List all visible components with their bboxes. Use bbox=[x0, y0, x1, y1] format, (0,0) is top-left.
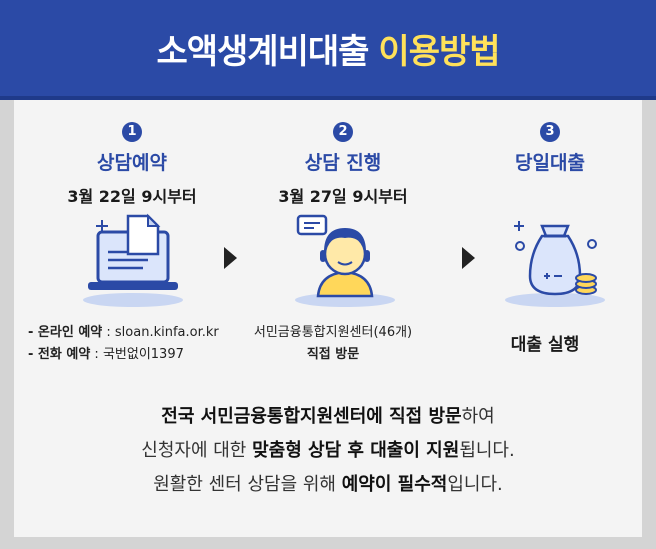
step-title: 상담 진행 bbox=[304, 152, 382, 174]
step-1-description: - 온라인 예약 : sloan.kinfa.or.kr - 전화 예약 : 국… bbox=[28, 322, 219, 366]
step-date: 3월 22일 9시부터 bbox=[67, 187, 197, 206]
step-1: 1 상담예약 3월 22일 9시부터 bbox=[32, 122, 232, 207]
phone-reservation: - 전화 예약 : 국번없이1397 bbox=[28, 347, 184, 362]
money-bag-icon bbox=[500, 210, 610, 310]
arrow-right-icon bbox=[224, 247, 237, 269]
step-2: 2 상담 진행 3월 27일 9시부터 bbox=[243, 122, 443, 207]
notice-line-1: 전국 서민금융통합지원센터에 직접 방문하여 bbox=[161, 406, 495, 427]
notice-line-3: 원활한 센터 상담을 위해 예약이 필수적입니다. bbox=[153, 474, 503, 495]
content-card: 1 상담예약 3월 22일 9시부터 2 상담 진행 3월 27일 9시부터 3… bbox=[14, 100, 642, 537]
consultant-headset-icon bbox=[290, 210, 400, 310]
online-reservation-url[interactable]: : sloan.kinfa.or.kr bbox=[102, 325, 219, 340]
bottom-notice: 전국 서민금융통합지원센터에 직접 방문하여 신청자에 대한 맞춤형 상담 후 … bbox=[14, 400, 642, 502]
step-date: 3월 27일 9시부터 bbox=[278, 187, 408, 206]
step-3-description: 대출 실행 bbox=[510, 335, 580, 355]
step-3: 3 당일대출 bbox=[450, 122, 650, 175]
arrow-right-icon bbox=[462, 247, 475, 269]
step-2-description: 서민금융통합지원센터(46개) 직접 방문 bbox=[253, 325, 413, 362]
step-number-badge: 1 bbox=[122, 122, 142, 142]
step-number-badge: 3 bbox=[540, 122, 560, 142]
step-number-badge: 2 bbox=[333, 122, 353, 142]
laptop-document-icon bbox=[78, 210, 188, 310]
step-title: 상담예약 bbox=[97, 152, 167, 174]
online-reservation: - 온라인 예약 : sloan.kinfa.or.kr bbox=[28, 325, 219, 340]
notice-line-2: 신청자에 대한 맞춤형 상담 후 대출이 지원됩니다. bbox=[141, 440, 515, 461]
step-title: 당일대출 bbox=[515, 152, 585, 174]
title-highlight: 이용방법 bbox=[378, 31, 500, 72]
